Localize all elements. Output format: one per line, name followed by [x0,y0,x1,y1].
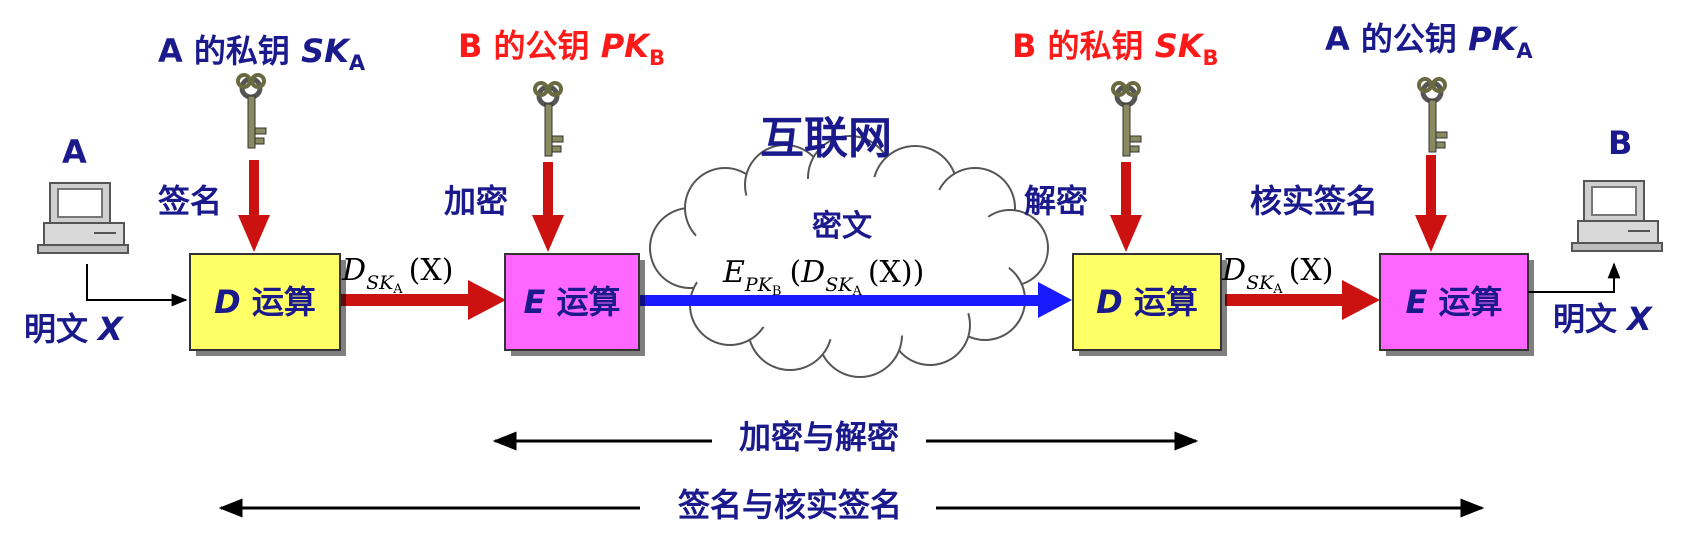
key-icon [535,83,563,156]
ciphertext-arrow [640,282,1072,318]
computer-b-icon [1571,180,1663,252]
step-label-sign: 签名 [158,182,222,220]
box-e-verify: E 运算 [1379,253,1534,356]
box-e-encrypt-label: E 运算 [523,283,620,321]
box-d-decrypt-label: D 运算 [1096,283,1198,321]
key-title-b-public: B 的公钥 PKB [458,27,665,70]
key-arrows [238,155,1447,252]
signed-formula-left: DSKA(X) [341,253,453,297]
key-title-a-private: A 的私钥 SKA [158,32,366,75]
internet-cloud [649,135,1049,378]
range-sign-verify-label: 签名与核实签名 [678,486,902,524]
range-enc-dec-label: 加密与解密 [739,418,899,456]
box-d-decrypt: D 运算 [1072,253,1227,356]
step-label-decrypt: 解密 [1024,182,1088,220]
key-title-a-public: A 的公钥 PKA [1325,20,1533,63]
computer-a-label: A [62,133,87,171]
box-d-sign-label: D 运算 [214,283,316,321]
connector-a [86,264,188,307]
internet-label: 互联网 [760,113,892,164]
box-d-sign: D 运算 [189,253,346,356]
box-e-verify-label: E 运算 [1405,283,1502,321]
signed-arrow-1 [340,280,506,320]
step-label-encrypt: 加密 [444,182,508,220]
cipher-formula: EPKB(DSKA(X)) [722,255,924,299]
box-e-encrypt: E 运算 [504,253,645,356]
signed-arrow-2 [1225,280,1380,320]
key-icon [1419,79,1447,152]
computer-b-label: B [1608,124,1632,162]
signed-formula-right: DSKA(X) [1221,253,1333,297]
ciphertext-label: 密文 [812,209,872,244]
key-title-b-private: B 的私钥 SKB [1012,27,1219,70]
step-label-verify: 核实签名 [1250,182,1378,220]
computer-a-icon [37,182,129,254]
key-icon [1113,83,1141,156]
connector-b [1528,262,1621,293]
key-icon [238,75,266,148]
